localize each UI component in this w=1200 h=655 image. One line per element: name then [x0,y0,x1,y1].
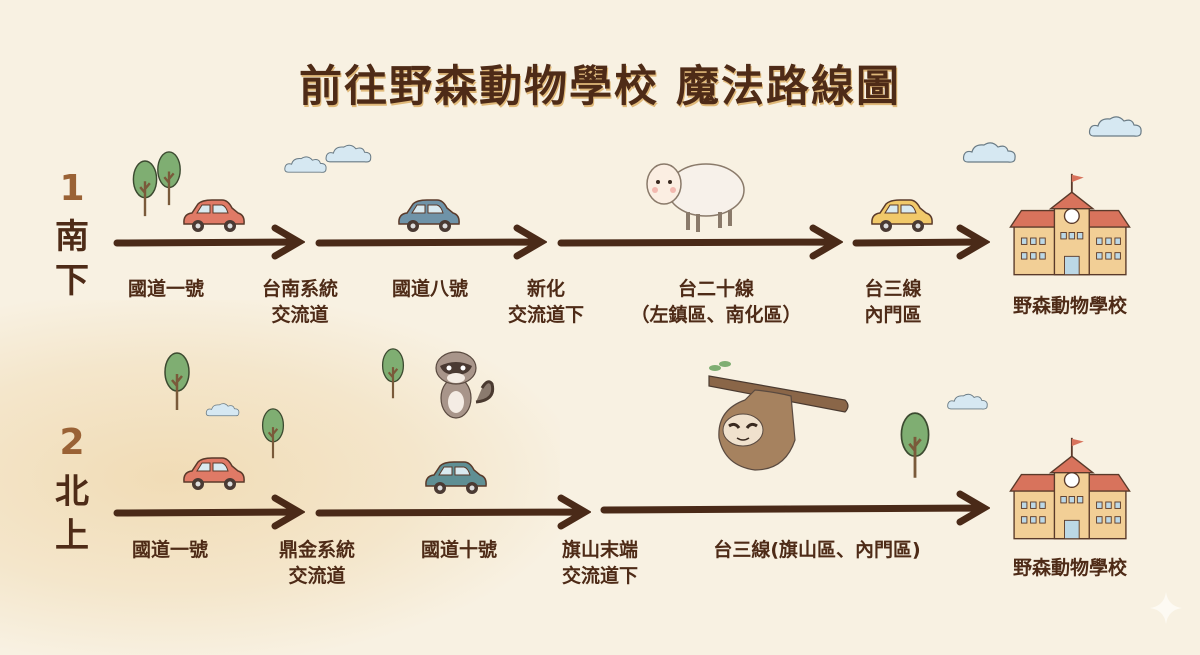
route-2-destination-label: 野森動物學校 [1012,557,1128,579]
tree-icon [892,412,938,480]
route-2-arrow-1 [113,494,305,530]
route-2-step-5-label: 台三線(旗山區、內門區) [713,539,921,561]
route-2-arrow-2 [315,494,591,530]
page-title: 前往野森動物學校 魔法路線圖 [299,62,901,112]
cloud-icon [958,138,1022,168]
cloud-icon [323,140,375,168]
route-1-number: 1 [59,168,85,209]
route-2-arrow-3 [600,490,990,526]
route-2-number: 2 [59,422,85,463]
route-1-step-5-label: 台二十線（左鎮區、南化區） [630,278,802,326]
route-1-direction: 南 下 [55,217,89,301]
raccoon-icon [435,351,495,419]
route-1-step-6-label: 台三線內門區 [864,278,922,326]
tree-icon [379,348,407,400]
school-icon [1004,436,1136,546]
red-car-icon [178,454,248,494]
route-1-arrow-1 [113,224,305,260]
route-2-step-2-label: 鼎金系統交流道 [278,539,356,587]
route-2-step-4-label: 旗山末端交流道下 [561,539,639,587]
cloud-icon [945,390,991,414]
route-1-step-1-label: 國道一號 [127,278,205,300]
sloth-icon [708,361,849,471]
route-2-step-1-label: 國道一號 [131,539,209,561]
route-1-step-3-label: 國道八號 [391,278,469,300]
route-2-direction: 北 上 [55,472,89,556]
route-1-step-4-label: 新化交流道下 [507,278,585,326]
school-icon [1004,172,1136,282]
sheep-icon [646,163,745,232]
tree-icon [162,346,192,418]
route-1-arrow-4 [852,224,990,260]
route-1-arrow-3 [557,224,843,260]
cloud-icon [1085,112,1147,142]
route-1-arrow-2 [315,224,547,260]
route-1-destination-label: 野森動物學校 [1012,295,1128,317]
tree-icon [258,408,288,460]
sparkle-icon [1150,592,1182,624]
cloud-icon [204,400,242,420]
route-1-step-2-label: 台南系統交流道 [261,278,339,326]
route-2-step-3-label: 國道十號 [420,539,498,561]
